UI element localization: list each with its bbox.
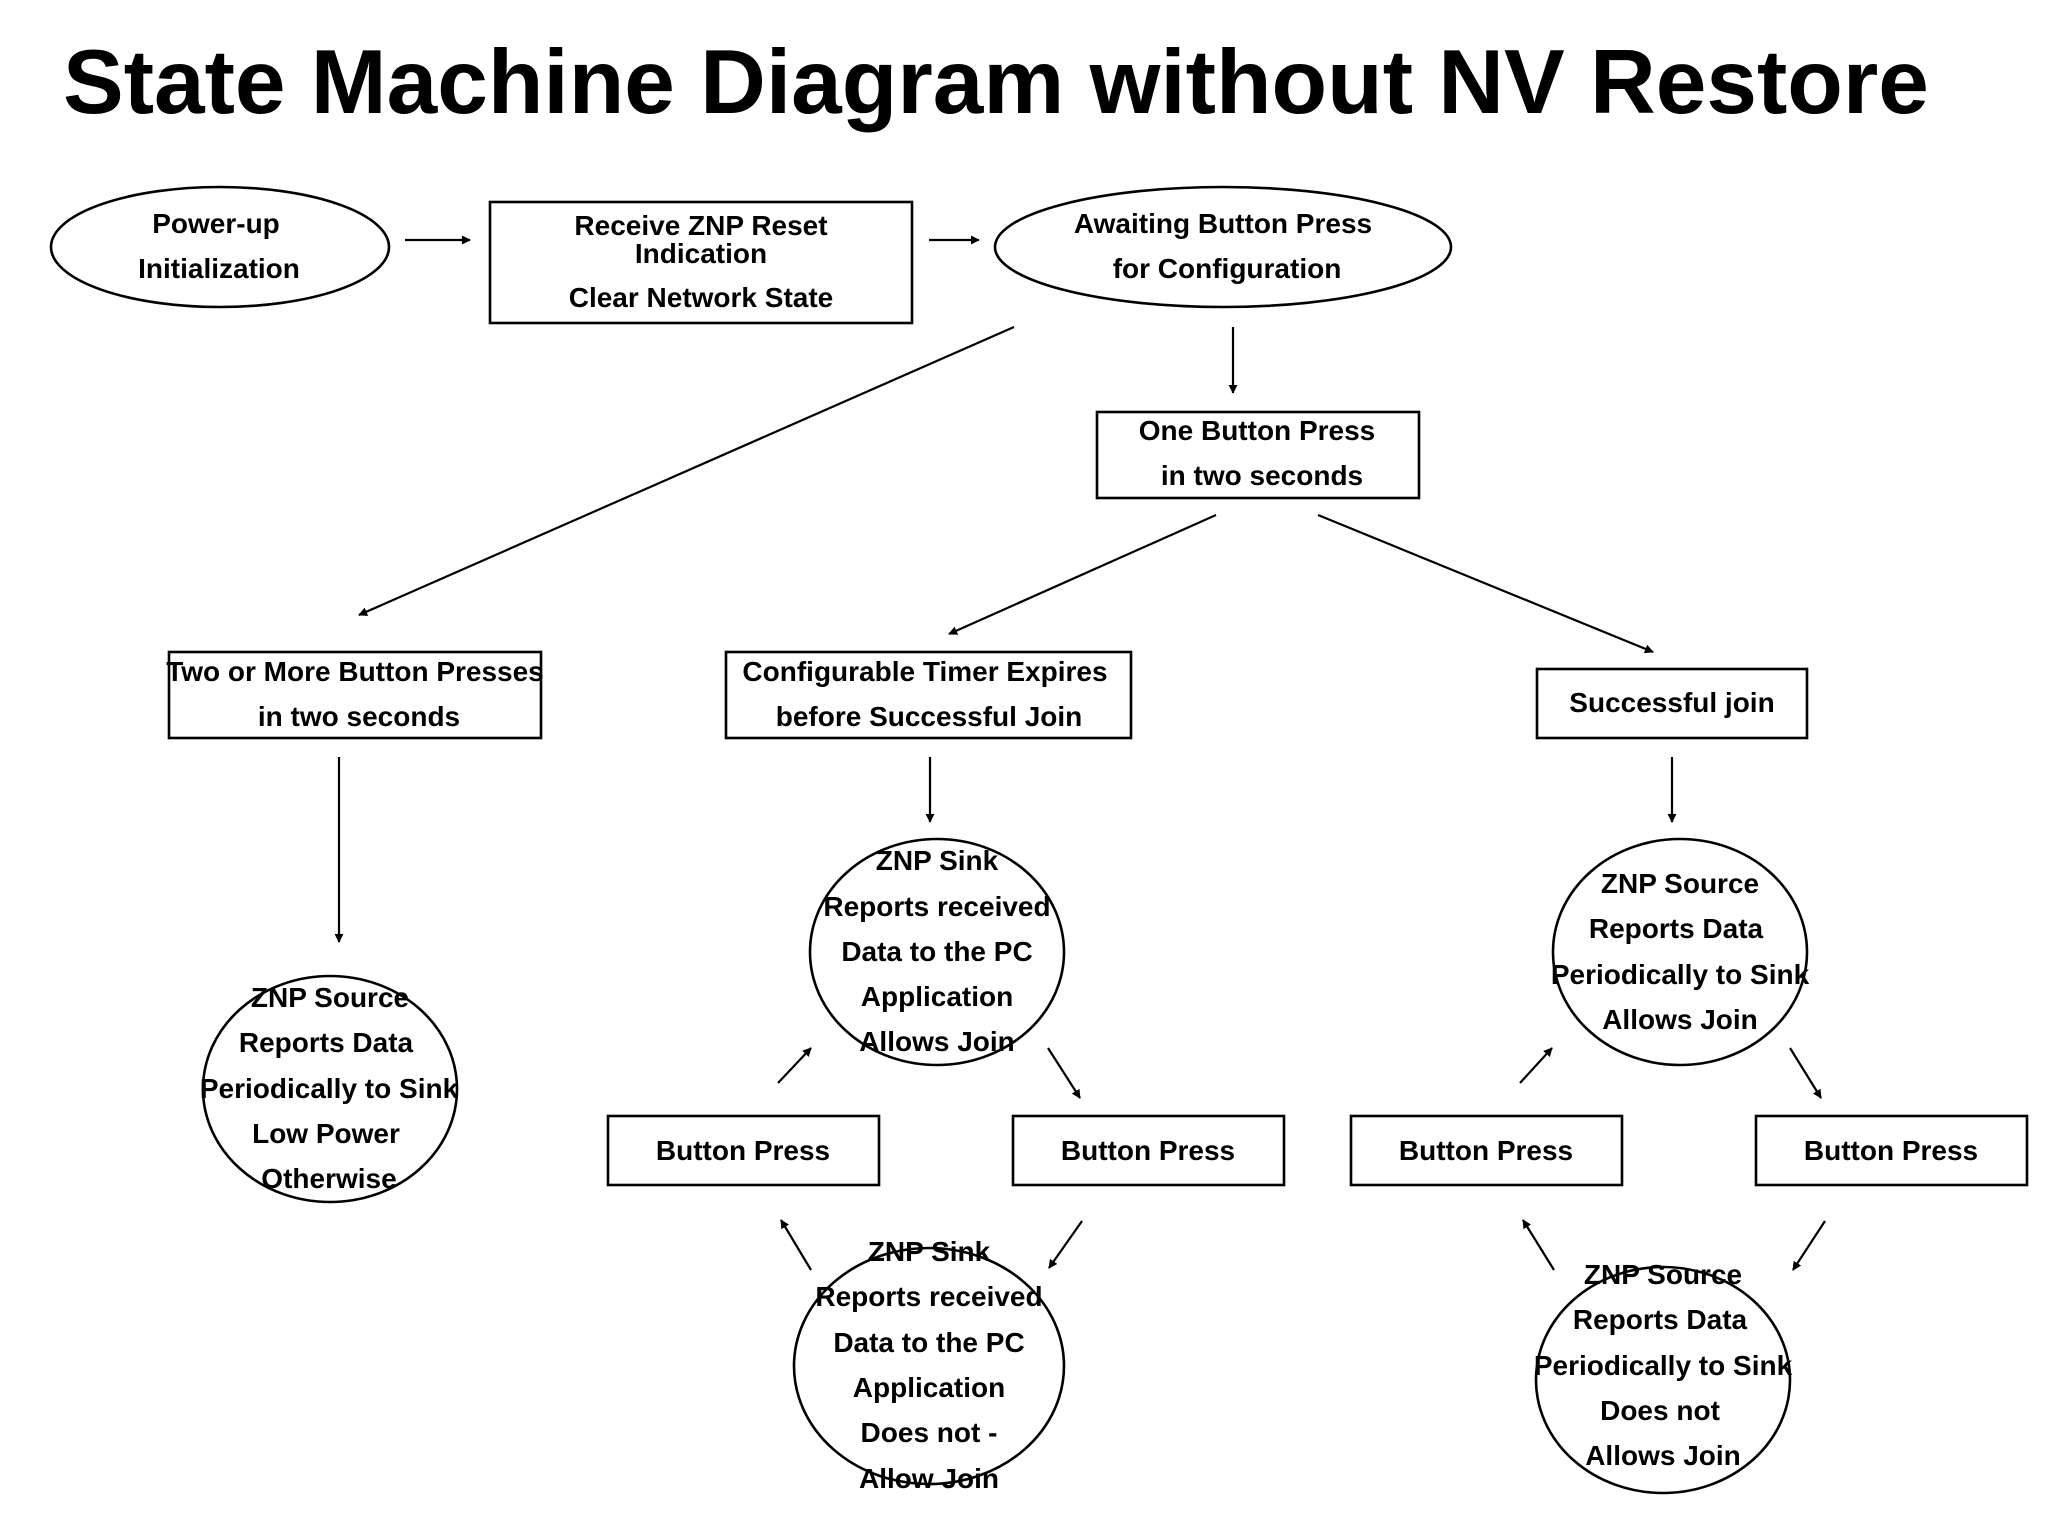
source-button-press-right [1754,1114,2029,1187]
sink-no-join-line1: ZNP Sink [868,1236,991,1267]
awaiting-label-line2: for Configuration [1113,253,1342,284]
source-low-power-line1: ZNP Source [251,982,409,1013]
event-box [1754,1114,2029,1187]
source-no-join-line3: Periodically to Sink [1534,1350,1793,1381]
state-ellipse [49,185,391,309]
event-box [167,650,543,740]
state-sink-allows-join [808,837,1066,1067]
awaiting-label-line1: Awaiting Button Press [1074,208,1372,239]
source-allows-line1: ZNP Source [1601,868,1759,899]
event-box [1349,1114,1624,1187]
sink-press-left-label: Button Press [656,1135,830,1166]
event-box [606,1114,881,1187]
state-box [488,200,914,325]
state-source-no-join [1534,1265,1792,1495]
event-two-button-presses [167,650,543,740]
arrow-press-left-to-sink [777,1047,812,1084]
state-ellipse [792,1246,1066,1486]
event-box [1095,410,1421,500]
state-znp-reset [488,200,914,325]
sink-press-right-label: Button Press [1061,1135,1235,1166]
znp-reset-label-line2: Indication [635,238,767,269]
sink-allows-line3: Data to the PC [841,936,1032,967]
connectors [334,235,1826,1271]
sink-allows-line2: Reports received [823,891,1050,922]
arrow-one-press-to-timer [948,513,1217,636]
two-presses-label-line2: in two seconds [258,701,460,732]
arrow-source-nojoin-to-press-left [1522,1219,1555,1271]
arrow-sink-nojoin-to-press-left [780,1219,812,1271]
znp-reset-label-line3: Clear Network State [569,282,834,313]
source-allows-line4: Allows Join [1602,1004,1758,1035]
state-awaiting-button-press [993,185,1453,309]
two-presses-label-line1: Two or More Button Presses [166,656,544,687]
power-up-label-line1: Power-up [152,208,280,239]
sink-button-press-left [606,1114,881,1187]
arrow-one-press-to-join [1317,513,1654,654]
sink-no-join-line5: Does not - [861,1417,998,1448]
source-no-join-line4: Does not [1600,1395,1720,1426]
arrow-awaiting-to-two-presses [358,325,1015,617]
arrow-source-to-press-right [1789,1047,1822,1099]
timer-label-line1: Configurable Timer Expires [742,656,1107,687]
sink-allows-line5: Allows Join [859,1026,1015,1057]
arrow-sink-to-press-right [1047,1047,1081,1099]
source-no-join-line1: ZNP Source [1584,1259,1742,1290]
source-button-press-left [1349,1114,1624,1187]
timer-label-line2: before Successful Join [776,701,1083,732]
one-press-label-line2: in two seconds [1161,460,1363,491]
event-one-button-press [1095,410,1421,500]
state-ellipse [1551,837,1809,1067]
source-low-power-line4: Low Power [252,1118,400,1149]
source-no-join-line5: Allows Join [1585,1440,1741,1471]
state-ellipse [808,837,1066,1067]
znp-reset-label-line1: Receive ZNP Reset [574,210,827,241]
sink-no-join-line4: Application [853,1372,1005,1403]
sink-allows-line4: Application [861,981,1013,1012]
source-press-left-label: Button Press [1399,1135,1573,1166]
source-allows-line3: Periodically to Sink [1551,959,1810,990]
event-successful-join [1535,667,1809,740]
labels: Power-up Initialization Receive ZNP Rese… [138,208,1978,1494]
sink-no-join-line2: Reports received [815,1281,1042,1312]
state-power-up [49,185,391,309]
page-title: State Machine Diagram without NV Restore [63,32,1929,133]
arrow-press-right-to-sink-nojoin [1048,1220,1083,1269]
sink-no-join-line3: Data to the PC [833,1327,1024,1358]
arrow-press-right-to-source-nojoin [1792,1220,1826,1271]
state-source-low-power [201,974,459,1204]
sink-allows-line1: ZNP Sink [876,845,999,876]
sink-no-join-line6: Allow Join [859,1463,999,1494]
source-no-join-line2: Reports Data [1573,1304,1748,1335]
event-box [1011,1114,1286,1187]
state-ellipse [201,974,459,1204]
arrow-press-left-to-source [1519,1047,1553,1084]
state-ellipse [993,185,1453,309]
state-source-allows-join [1551,837,1809,1067]
source-allows-line2: Reports Data [1589,913,1764,944]
source-low-power-line3: Periodically to Sink [200,1073,459,1104]
event-box [724,650,1133,740]
successful-join-label: Successful join [1569,687,1774,718]
sink-button-press-right [1011,1114,1286,1187]
power-up-label-line2: Initialization [138,253,300,284]
state-ellipse [1534,1265,1792,1495]
event-timer-expires [724,650,1133,740]
state-sink-no-join [792,1246,1066,1486]
source-press-right-label: Button Press [1804,1135,1978,1166]
one-press-label-line1: One Button Press [1139,415,1375,446]
event-box [1535,667,1809,740]
source-low-power-line2: Reports Data [239,1027,414,1058]
source-low-power-line5: Otherwise [261,1163,396,1194]
